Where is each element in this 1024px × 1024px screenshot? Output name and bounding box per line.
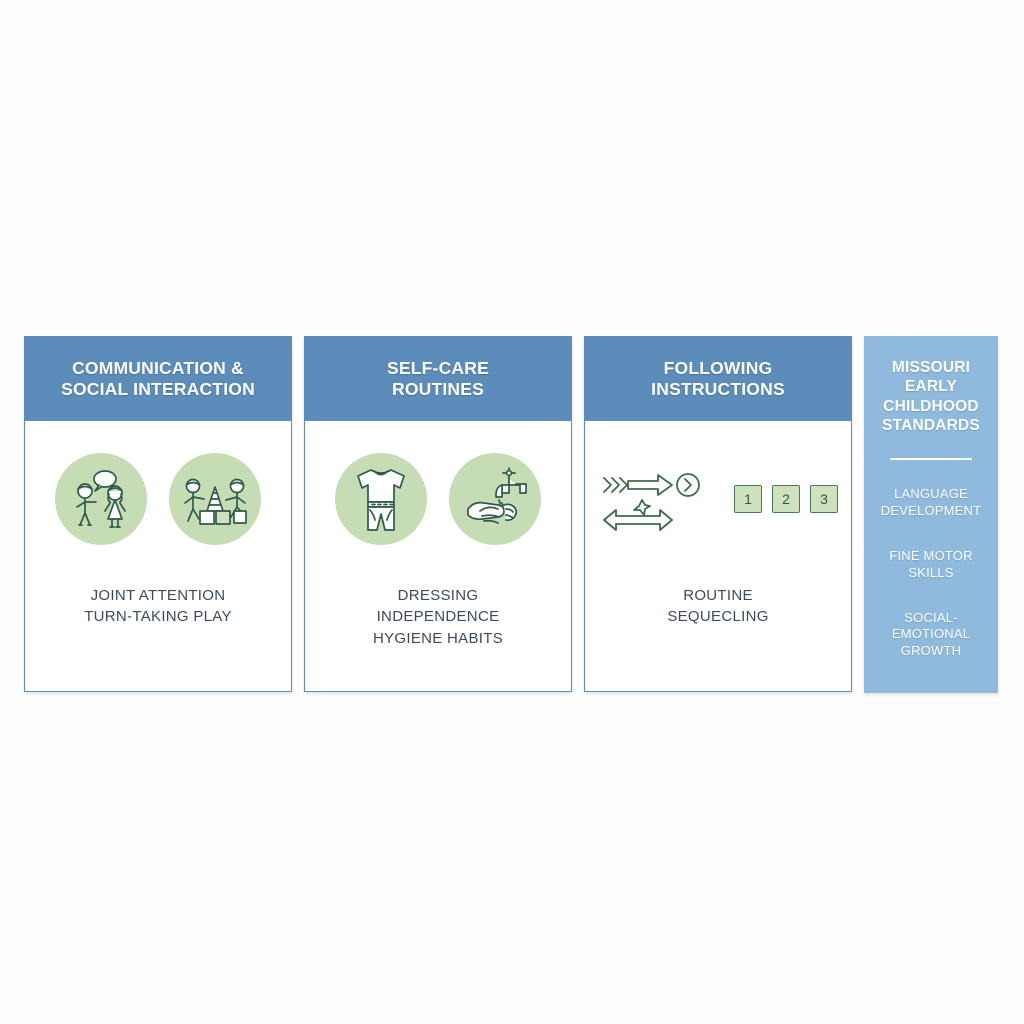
card-1-icon-row xyxy=(55,452,261,545)
children-playing-blocks-icon xyxy=(169,452,261,545)
card-3-header: FOLLOWING INSTRUCTIONS xyxy=(585,337,851,421)
card-2-caption-line-1: DRESSING xyxy=(397,586,479,604)
number-block-2: 2 xyxy=(772,484,800,513)
card-communication-social-interaction[interactable]: COMMUNICATION & SOCIAL INTERACTION xyxy=(24,336,292,692)
sidebar-item-social-emotional-growth[interactable]: SOCIAL- EMOTIONAL GROWTH xyxy=(892,610,970,661)
card-2-body: DRESSING INDEPENDENCE HYGIENE HABITS xyxy=(305,420,571,691)
number-block-1: 1 xyxy=(734,484,762,513)
card-1-caption-line-1: JOINT ATTENTION xyxy=(90,586,226,604)
card-3-caption: ROUTINE SEQUECLING xyxy=(657,585,778,629)
clothing-outfit-icon xyxy=(335,452,427,545)
card-3-title-line-2: INSTRUCTIONS xyxy=(651,379,785,400)
sidebar-item-1-line-1: LANGUAGE xyxy=(894,486,968,501)
card-3-caption-line-1: ROUTINE xyxy=(683,586,753,604)
sidebar-divider xyxy=(890,457,972,460)
sidebar-item-1-line-2: DEVELOPMENT xyxy=(880,502,982,518)
card-2-caption: DRESSING INDEPENDENCE HYGIENE HABITS xyxy=(363,585,513,650)
card-3-title-line-1: FOLLOWING xyxy=(663,358,773,378)
card-3-caption-line-2: SEQUECLING xyxy=(667,608,769,626)
card-2-icon-row xyxy=(335,452,541,545)
numbered-blocks-icon: 1 2 3 xyxy=(734,484,838,513)
card-1-title-line-2: SOCIAL INTERACTION xyxy=(61,379,255,400)
infographic-board: COMMUNICATION & SOCIAL INTERACTION xyxy=(24,336,1000,694)
card-3-body: 1 2 3 ROUTINE SEQUECLING xyxy=(585,420,851,691)
card-2-header: SELF-CARE ROUTINES xyxy=(305,337,571,421)
card-2-title-line-2: ROUTINES xyxy=(391,379,485,400)
card-2-title-line-1: SELF-CARE xyxy=(387,358,489,378)
card-3-icon-row: 1 2 3 xyxy=(598,453,838,545)
card-1-header: COMMUNICATION & SOCIAL INTERACTION xyxy=(25,337,291,421)
card-following-instructions[interactable]: FOLLOWING INSTRUCTIONS xyxy=(584,336,852,692)
sidebar-title-line-4: STANDARDS xyxy=(882,417,980,435)
sidebar-item-3-line-3: GROWTH xyxy=(900,643,962,659)
sidebar-title-line-3: CHILDHOOD xyxy=(883,397,979,415)
sidebar-item-2-line-1: FINE MOTOR xyxy=(889,547,973,563)
card-1-body: JOINT ATTENTION TURN-TAKING PLAY xyxy=(25,420,291,691)
sidebar-title: MISSOURI EARLY CHILDHOOD STANDARDS xyxy=(882,358,980,436)
sidebar-item-2-line-2: SKILLS xyxy=(908,564,954,580)
sidebar-title-line-2: EARLY xyxy=(904,378,958,396)
sidebar-title-line-1: MISSOURI xyxy=(891,359,971,376)
children-talking-speech-bubble-icon xyxy=(55,452,147,545)
card-2-caption-line-2: INDEPENDENCE xyxy=(376,608,500,626)
handwashing-faucet-icon xyxy=(449,452,541,545)
sidebar-item-language-development[interactable]: LANGUAGE DEVELOPMENT xyxy=(881,486,981,520)
sidebar-missouri-early-childhood-standards[interactable]: MISSOURI EARLY CHILDHOOD STANDARDS LANGU… xyxy=(864,336,998,693)
number-block-3: 3 xyxy=(810,484,838,513)
card-1-caption-line-2: TURN-TAKING PLAY xyxy=(84,608,232,626)
sidebar-item-fine-motor-skills[interactable]: FINE MOTOR SKILLS xyxy=(889,548,972,582)
card-self-care-routines[interactable]: SELF-CARE ROUTINES xyxy=(304,336,572,692)
card-1-caption: JOINT ATTENTION TURN-TAKING PLAY xyxy=(74,585,242,629)
card-1-title-line-1: COMMUNICATION & xyxy=(72,358,244,378)
card-2-caption-line-3: HYGIENE HABITS xyxy=(372,630,504,648)
sidebar-item-3-line-2: EMOTIONAL xyxy=(891,626,971,642)
arrows-sequence-icon xyxy=(598,460,708,537)
sidebar-item-3-line-1: SOCIAL- xyxy=(904,609,958,625)
